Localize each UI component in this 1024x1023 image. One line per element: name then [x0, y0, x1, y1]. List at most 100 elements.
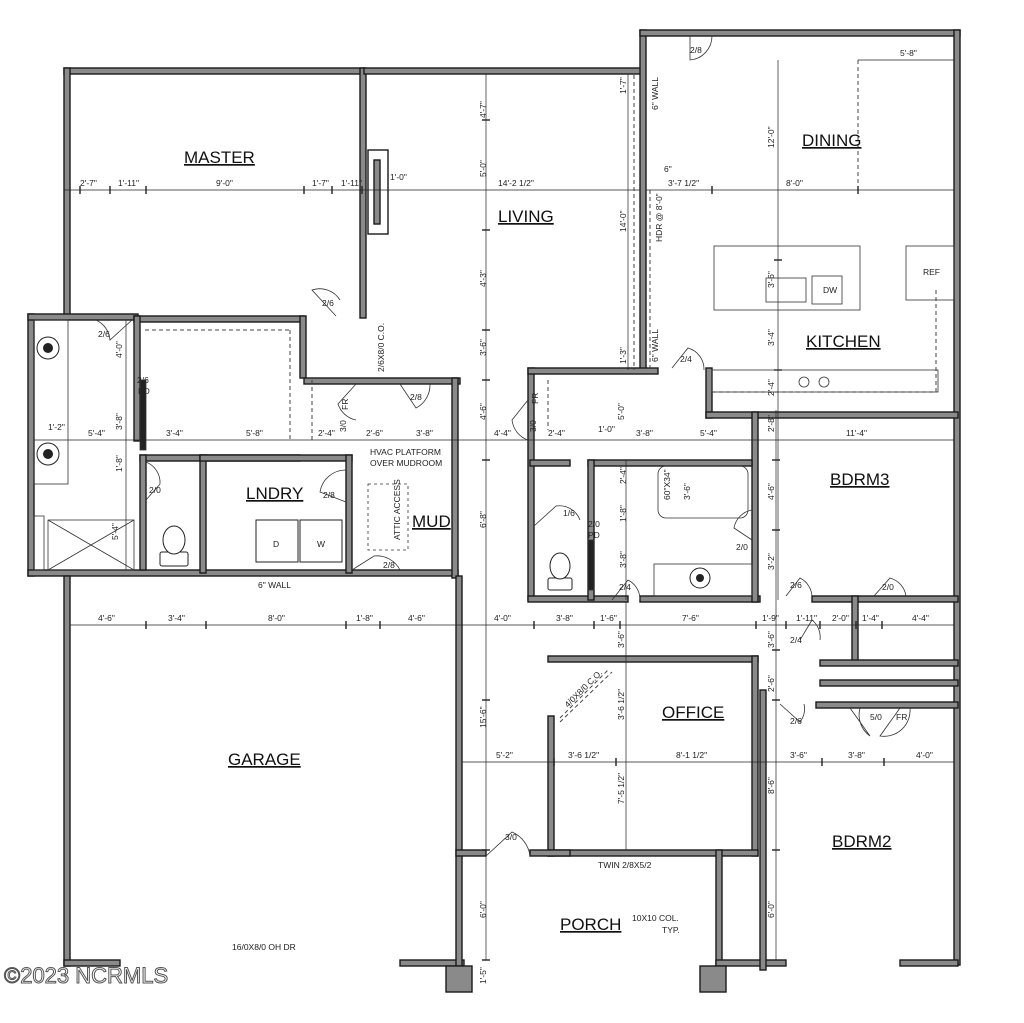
door-swings [95, 35, 911, 857]
room-label-mud: MUD [412, 512, 451, 531]
dim-label: 7'-5 1/2" [616, 773, 626, 804]
room-labels: MASTER LIVING DINING KITCHEN LNDRY MUD B… [184, 131, 892, 934]
door-size: 3/0 [528, 420, 538, 432]
door-size: 2/8 [410, 392, 422, 402]
fr-label-2: FR [530, 393, 540, 404]
column-note-1: 10X10 COL. [632, 913, 679, 923]
door-size: 2/6 [790, 716, 802, 726]
column-note-2: TYP. [662, 925, 680, 935]
hvac-note-1: HVAC PLATFORM [370, 447, 441, 457]
room-label-bdrm3: BDRM3 [830, 470, 890, 489]
bathtub [657, 465, 749, 519]
dim-label: 3'-6 1/2" [616, 689, 626, 720]
hall-vanity [653, 563, 753, 597]
dim-label: 3'-8" [636, 428, 653, 438]
dw-label: DW [823, 285, 837, 295]
dim-label: 1'-8" [114, 455, 124, 472]
door-size: 2/0 [149, 485, 161, 495]
six-inch-wall-label: 6" WALL [258, 580, 291, 590]
washer-dryer [255, 519, 343, 563]
washer-label: W [317, 539, 325, 549]
attic-access-label: ATTIC ACCESS [392, 479, 402, 540]
dim-label: 12'-0" [766, 126, 776, 148]
dim-label: 1'-11" [341, 178, 362, 188]
dim-label: 5'-0" [616, 403, 626, 420]
dim-label: 3'-6" [790, 750, 807, 760]
dim-label: 1'-0" [598, 424, 615, 434]
dim-label: 11'-4" [846, 428, 867, 438]
door-size: 2/0 [882, 582, 894, 592]
range-icon [798, 376, 830, 388]
dim-label: 4'-7" [478, 101, 488, 118]
dim-label: 1'-8" [356, 613, 373, 623]
room-label-bdrm2: BDRM2 [832, 832, 892, 851]
dim-label: 3'-6" [616, 631, 626, 648]
dimension-labels: 2'-7" 1'-11" 9'-0" 1'-7" 1'-11" 1'-0" 14… [48, 48, 933, 984]
dim-label: 3'-6" [766, 631, 776, 648]
cased-opening-2: 4/0X8/0 C.O. [562, 668, 604, 710]
dim-label: 5'-4" [700, 428, 717, 438]
dim-label: 2'-6" [366, 428, 383, 438]
six-inch-note: 6" [664, 164, 672, 174]
dim-label: 14'-2 1/2" [498, 178, 534, 188]
dim-label: 15'-6" [478, 706, 488, 728]
room-label-porch: PORCH [560, 915, 621, 934]
door-size: 3/0 [505, 832, 517, 842]
dim-label: 4'-0" [114, 341, 124, 358]
shower-bench [33, 515, 45, 571]
header-note: HDR @ 8'-0" [654, 193, 664, 242]
dim-label: 5'-2" [496, 750, 513, 760]
dim-label: 3'-7 1/2" [668, 178, 699, 188]
dim-label: 4'-6" [766, 483, 776, 500]
door-size: 2/8 [383, 560, 395, 570]
door-size: 2/8 [323, 490, 335, 500]
dashed-lines [145, 60, 937, 723]
toilet-icon [159, 525, 573, 591]
door-size: 2/0 [736, 542, 748, 552]
dim-label: 5'-8" [246, 428, 263, 438]
dim-label: 1'-9" [762, 613, 779, 623]
door-size: 2/4 [680, 354, 692, 364]
dim-label: 2'-8" [766, 415, 776, 432]
dim-label: 1'-11" [118, 178, 139, 188]
dim-label: 3'-4" [766, 329, 776, 346]
fr-label-1: FR [340, 399, 350, 410]
dim-label: 4'-0" [916, 750, 933, 760]
room-label-lndry: LNDRY [246, 484, 303, 503]
dim-label: 3'-6" [682, 483, 692, 500]
room-label-garage: GARAGE [228, 750, 301, 769]
garage-door-label: 16/0X8/0 OH DR [232, 942, 296, 952]
dim-label: 5'-8" [900, 48, 917, 58]
room-label-living: LIVING [498, 207, 554, 226]
dim-label: 1'-2" [48, 422, 65, 432]
watermark: ©2023 NCRMLS [4, 963, 168, 988]
master-vanity [33, 319, 69, 485]
dim-label: 1'-6" [600, 613, 617, 623]
hvac-note-2: OVER MUDROOM [370, 458, 442, 468]
door-size: 2/6 [790, 580, 802, 590]
dim-label: 4'-6" [98, 613, 115, 623]
dim-label: 1'-5" [478, 967, 488, 984]
dim-label: 8'-0" [268, 613, 285, 623]
dim-label: 1'-8" [618, 505, 628, 522]
dim-label: 4'-6" [478, 403, 488, 420]
door-size: 2/6 [322, 298, 334, 308]
dim-label: 6'-0" [766, 901, 776, 918]
dim-label: 3'-2" [766, 553, 776, 570]
dim-label: 1'-3" [618, 347, 628, 364]
dim-label: 5'-0" [478, 160, 488, 177]
counter [711, 369, 939, 393]
dim-label: 8'-6" [766, 777, 776, 794]
dim-label: 7'-6" [682, 613, 699, 623]
cased-opening-1: 2/6X8/0 C.O. [376, 323, 386, 372]
kitchen-island [713, 245, 861, 311]
dim-label: 4'-3" [478, 270, 488, 287]
dim-label: 2'-7" [80, 178, 97, 188]
dim-label: 1'-7" [618, 77, 628, 94]
door-size: 2/8 [690, 45, 702, 55]
shower [47, 519, 135, 571]
dishwasher [811, 275, 843, 305]
dim-label: 3'-6" [766, 271, 776, 288]
dim-label: 9'-0" [216, 178, 233, 188]
dryer-label: D [273, 539, 279, 549]
